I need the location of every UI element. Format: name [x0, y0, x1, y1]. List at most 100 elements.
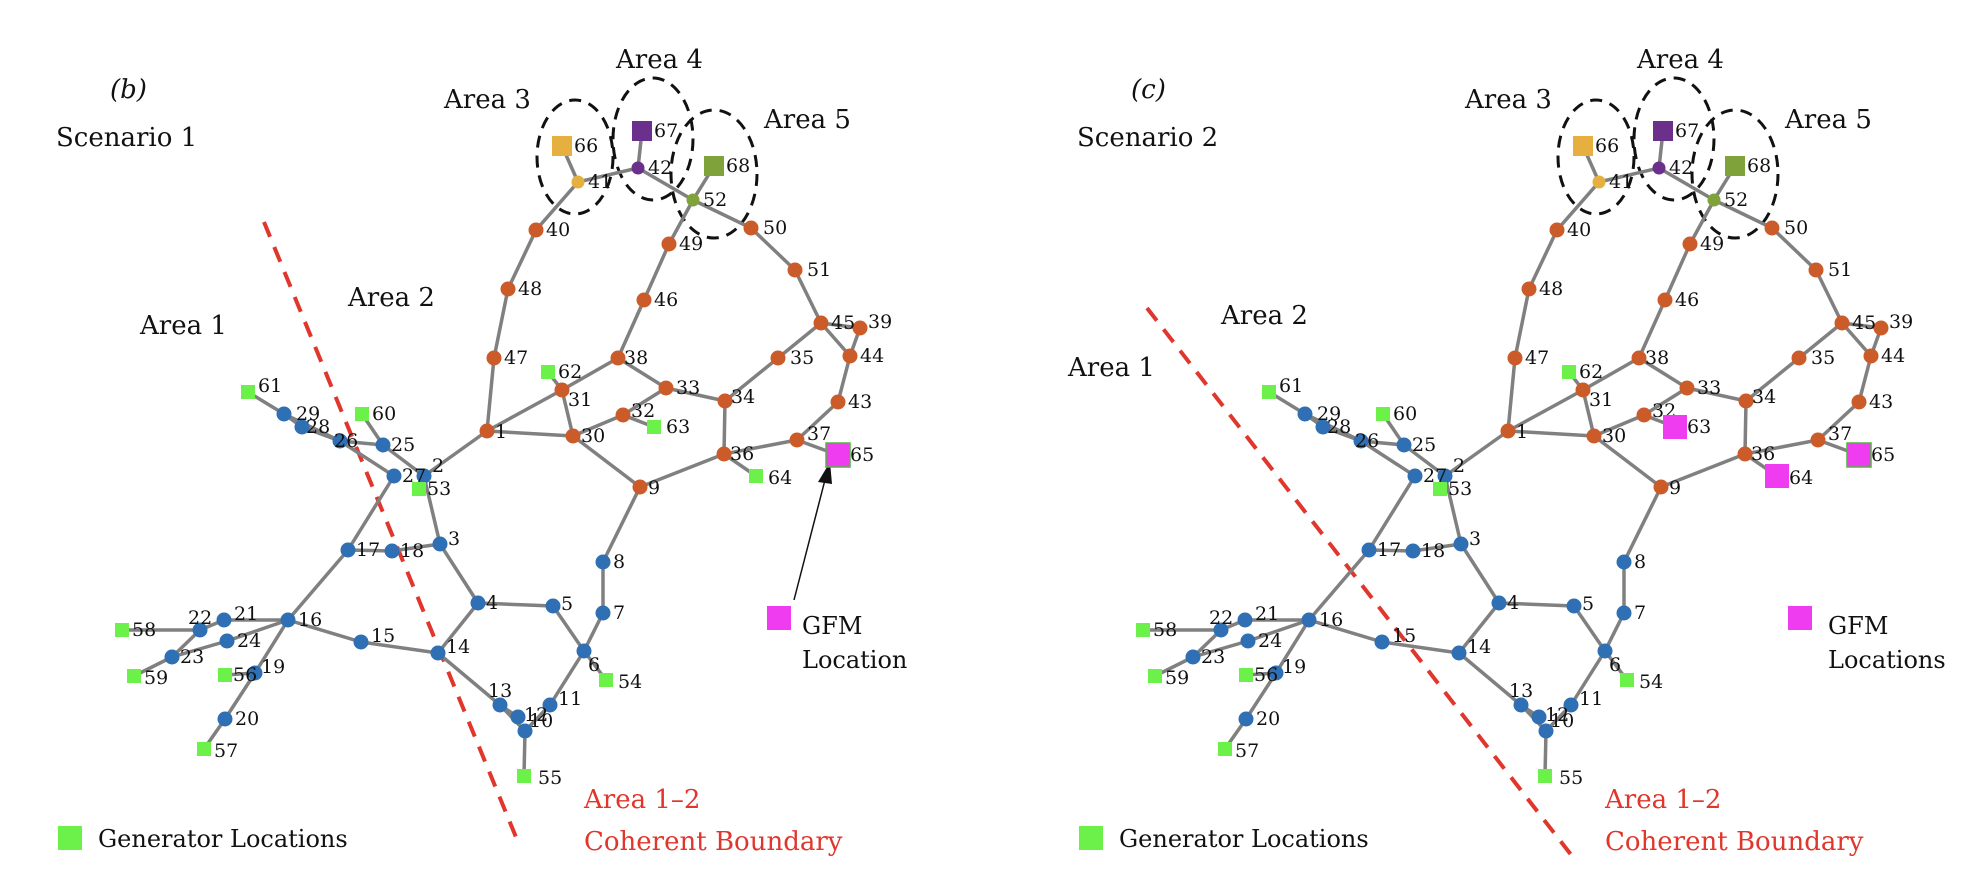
node-label-12: 12 [524, 704, 548, 726]
node-label-13: 13 [1509, 680, 1533, 702]
node-label-61: 61 [258, 375, 282, 397]
node-label-59: 59 [1165, 667, 1189, 689]
line-40-48 [1527, 229, 1559, 290]
node-label-23: 23 [1201, 646, 1225, 668]
bus-47 [1507, 350, 1523, 366]
line-31-38 [561, 356, 619, 392]
line-32-33 [622, 386, 667, 417]
area-ellipses [535, 76, 759, 240]
bus-7 [595, 605, 611, 621]
node-label-2: 2 [1453, 455, 1465, 477]
node-label-2: 2 [432, 455, 444, 477]
node-label-53: 53 [427, 478, 451, 500]
bus-34 [717, 393, 733, 409]
line-26-27 [1360, 439, 1416, 478]
node-label-18: 18 [400, 540, 424, 562]
node-label-66: 66 [574, 135, 598, 157]
node-label-3: 3 [1469, 528, 1481, 550]
bus-34 [1738, 393, 1754, 409]
area-3-label: Area 3 [443, 85, 531, 115]
line-2-25 [1402, 443, 1447, 478]
line-32-33 [1643, 386, 1688, 417]
node-label-10: 10 [1550, 710, 1574, 732]
bus-49 [1682, 236, 1698, 252]
node-label-55: 55 [1559, 767, 1583, 789]
bus-26 [1353, 433, 1369, 449]
line-20-19 [223, 672, 257, 720]
generator-62 [541, 365, 555, 379]
gfm-generator-63 [1663, 415, 1687, 439]
area-2-label: Area 2 [347, 283, 435, 313]
node-label-44: 44 [1881, 345, 1905, 367]
node-label-41: 41 [588, 171, 612, 193]
line-49-52 [667, 199, 695, 245]
node-label-47: 47 [1525, 347, 1549, 369]
node-label-56: 56 [1254, 664, 1278, 686]
gfm-generator-65 [825, 442, 851, 468]
node-label-20: 20 [1256, 708, 1280, 730]
line-1-31 [486, 388, 563, 433]
generator-53 [1433, 482, 1447, 496]
bus-33 [658, 380, 674, 396]
node-label-45: 45 [831, 312, 855, 334]
bus-11 [1563, 697, 1579, 713]
node-label-17: 17 [1377, 539, 1401, 561]
bus-28 [294, 419, 310, 435]
line-50-52 [1713, 198, 1773, 230]
node-label-1: 1 [1516, 421, 1528, 443]
line-30-31 [560, 389, 575, 437]
gfm-generator-64 [1765, 464, 1789, 488]
bus-35 [770, 350, 786, 366]
bus-35 [1791, 350, 1807, 366]
line-1-2 [1443, 429, 1510, 478]
coherent-boundary-line [1145, 306, 1574, 858]
line-34-36 [722, 400, 727, 455]
node-label-13: 13 [488, 680, 512, 702]
node-label-66: 66 [1595, 135, 1619, 157]
bus-9 [632, 479, 648, 495]
node-label-50: 50 [1784, 217, 1808, 239]
generator-55 [517, 769, 531, 783]
area-5-ellipse [669, 108, 759, 240]
bus-43 [830, 394, 846, 410]
bus-19 [1268, 665, 1284, 681]
line-33-34 [665, 386, 726, 403]
node-label-58: 58 [1153, 619, 1177, 641]
node-label-30: 30 [581, 425, 605, 447]
bus-38 [1631, 350, 1647, 366]
line-30-32 [1593, 413, 1645, 438]
node-label-38: 38 [624, 347, 648, 369]
bus-32 [615, 407, 631, 423]
node-label-5: 5 [1582, 593, 1594, 615]
line-2-3 [1443, 475, 1463, 545]
line-36-37 [1744, 438, 1819, 456]
area-5-label: Area 5 [1784, 105, 1872, 135]
line-37-43 [1816, 400, 1861, 442]
generator-54 [1620, 673, 1634, 687]
node-label-48: 48 [518, 278, 542, 300]
line-50-52 [692, 198, 752, 230]
node-label-9: 9 [1669, 477, 1681, 499]
node-label-62: 62 [1579, 361, 1603, 383]
node-label-41: 41 [1609, 171, 1633, 193]
line-4-5 [477, 601, 554, 608]
area-1-label: Area 1 [1067, 353, 1155, 383]
boundary-label-line1: Area 1–2 [1604, 785, 1721, 815]
bus-41 [571, 175, 585, 189]
bus-38 [610, 350, 626, 366]
node-label-4: 4 [1507, 592, 1519, 614]
generator-62 [1562, 365, 1576, 379]
bus-16 [1301, 612, 1317, 628]
node-label-18: 18 [1421, 540, 1445, 562]
line-16-17 [286, 548, 350, 622]
line-37-43 [795, 400, 840, 442]
node-label-14: 14 [446, 636, 470, 658]
line-6-11 [548, 650, 586, 706]
line-1-31 [1507, 388, 1584, 433]
bus-44 [842, 348, 858, 364]
node-label-68: 68 [1747, 155, 1771, 177]
line-35-45 [1797, 321, 1844, 360]
boundary-label-line2: Coherent Boundary [1605, 827, 1864, 857]
scenario-title: Scenario 1 [56, 123, 197, 153]
